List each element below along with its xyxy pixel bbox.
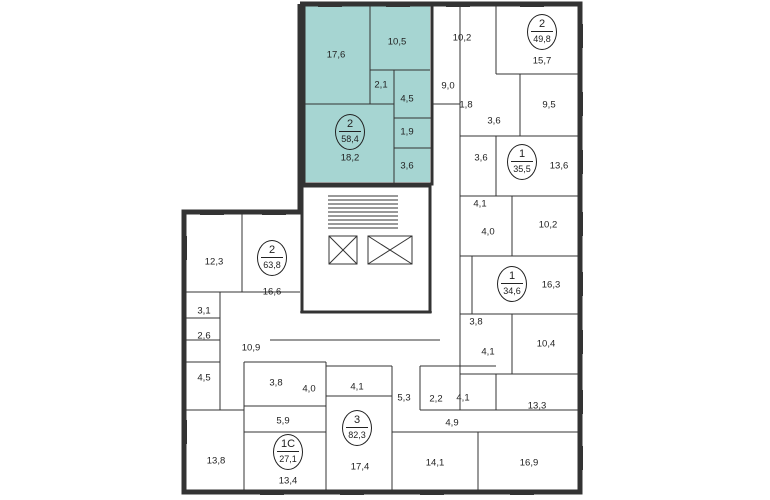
room-area-label: 3,8	[469, 316, 483, 328]
apartment-area: 63,8	[263, 260, 281, 270]
room-area-label: 4,5	[400, 93, 414, 105]
room-area-label: 16,3	[541, 279, 561, 291]
room-area-label: 4,1	[456, 392, 470, 404]
room-area-label: 3,8	[269, 377, 283, 389]
apartment-rooms: 2	[538, 18, 546, 30]
apartment-badge[interactable]: 3 82,3	[342, 410, 372, 446]
apartment-area: 82,3	[348, 430, 366, 440]
room-area-label: 3,6	[400, 160, 414, 172]
room-area-label: 4,1	[350, 381, 364, 393]
room-area-label: 18,2	[340, 152, 360, 164]
room-area-label: 12,3	[204, 256, 224, 268]
stairs	[328, 195, 398, 229]
room-area-label: 1,8	[459, 99, 473, 111]
room-area-label: 10,2	[538, 219, 558, 231]
apartment-badge-selected[interactable]: 2 58,4	[335, 114, 365, 150]
room-area-label: 5,3	[397, 392, 411, 404]
room-area-label: 1,9	[400, 126, 414, 138]
room-area-label: 10,4	[536, 338, 556, 350]
elevator-shaft-2	[367, 235, 413, 265]
room-area-label: 16,9	[519, 457, 539, 469]
apartment-badge[interactable]: 2 49,8	[527, 14, 557, 50]
room-area-label: 3,6	[487, 115, 501, 127]
room-area-label: 10,2	[452, 32, 472, 44]
room-area-label: 3,6	[474, 152, 488, 164]
elevator-shaft-1	[328, 235, 358, 265]
room-area-label: 13,8	[206, 455, 226, 467]
room-area-label: 5,9	[276, 415, 290, 427]
room-area-label: 16,6	[262, 286, 282, 298]
room-area-label: 2,1	[374, 79, 388, 91]
room-area-label: 2,2	[429, 393, 443, 405]
apartment-rooms: 3	[353, 414, 361, 426]
room-area-label: 13,6	[549, 160, 569, 172]
room-area-label: 13,4	[278, 475, 298, 487]
apartment-rooms: 1С	[280, 438, 296, 450]
apartment-area: 35,5	[513, 164, 531, 174]
room-area-label: 15,7	[532, 55, 552, 67]
apartment-area: 27,1	[279, 454, 297, 464]
apartment-rooms: 1	[508, 270, 516, 282]
apartment-badge[interactable]: 1С 27,1	[273, 434, 303, 470]
room-area-label: 17,6	[326, 49, 346, 61]
room-area-label: 4,1	[481, 346, 495, 358]
apartment-badge[interactable]: 1 35,5	[507, 144, 537, 180]
room-area-label: 3,1	[197, 305, 211, 317]
room-area-label: 10,9	[241, 342, 261, 354]
room-area-label: 4,5	[197, 372, 211, 384]
stair-lift-core	[300, 184, 432, 314]
room-area-label: 4,1	[473, 198, 487, 210]
room-area-label: 9,0	[441, 80, 455, 92]
room-area-label: 13,3	[527, 400, 547, 412]
room-area-label: 17,4	[350, 461, 370, 473]
apartment-rooms: 1	[518, 148, 526, 160]
room-area-label: 4,9	[445, 417, 459, 429]
apartment-area: 49,8	[533, 34, 551, 44]
apartment-area: 34,6	[503, 286, 521, 296]
room-area-label: 14,1	[425, 457, 445, 469]
apartment-badge[interactable]: 2 63,8	[257, 240, 287, 276]
room-area-label: 4,0	[302, 383, 316, 395]
windows	[182, 2, 583, 495]
room-area-label: 9,5	[542, 99, 556, 111]
apartment-rooms: 2	[268, 244, 276, 256]
apartment-area: 58,4	[341, 134, 359, 144]
room-area-label: 2,6	[197, 330, 211, 342]
room-area-label: 4,0	[481, 226, 495, 238]
outer-wall	[181, 1, 583, 495]
apartment-rooms: 2	[346, 118, 354, 130]
apartment-badge[interactable]: 1 34,6	[497, 266, 527, 302]
room-area-label: 10,5	[387, 36, 407, 48]
